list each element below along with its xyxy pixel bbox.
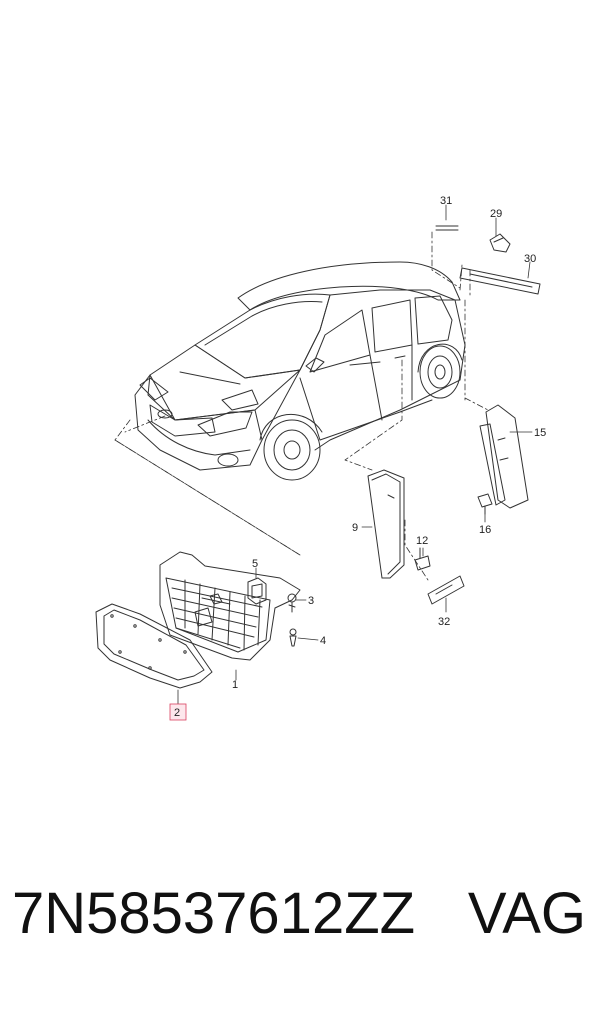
emblem-part	[247, 577, 267, 605]
callout-2-highlighted[interactable]: 2	[174, 707, 180, 719]
lettering-30	[459, 267, 541, 295]
callout-5: 5	[252, 558, 258, 570]
badge-32	[427, 575, 465, 605]
callout-1: 1	[232, 679, 238, 691]
callout-16: 16	[479, 524, 491, 536]
callout-4: 4	[320, 635, 326, 647]
callout-15: 15	[534, 427, 546, 439]
car-illustration	[134, 261, 466, 481]
callout-labels: 31 29 30 15 9 12 16 5 3 4 1 32 2	[169, 195, 546, 721]
trim-31	[435, 225, 459, 231]
callout-32: 32	[438, 616, 450, 628]
part-info-footer: 7N58537612ZZ VAG	[0, 880, 600, 990]
callout-9: 9	[352, 522, 358, 534]
part-number: 7N58537612ZZ	[12, 881, 416, 946]
brand-label: VAG	[467, 881, 586, 946]
clip-part	[289, 628, 297, 647]
clip-12	[414, 547, 431, 571]
pillar-trim-9	[367, 469, 405, 579]
callout-leaders	[177, 204, 533, 705]
rear-emblem-29	[489, 233, 511, 253]
callout-30: 30	[524, 253, 536, 265]
grille-frame	[95, 603, 213, 689]
screw-part	[287, 593, 297, 613]
callout-12: 12	[416, 535, 428, 547]
leader-lines	[114, 231, 489, 581]
pillar-trim-15	[479, 404, 529, 509]
callout-29: 29	[490, 208, 502, 220]
callout-31: 31	[440, 195, 452, 207]
parts-diagram: 31 29 30 15 9 12 16 5 3 4 1 32 2	[95, 195, 546, 721]
callout-3: 3	[308, 595, 314, 607]
grille-assembly	[159, 551, 301, 661]
clip-16	[477, 493, 493, 515]
highlight-box	[169, 703, 187, 721]
